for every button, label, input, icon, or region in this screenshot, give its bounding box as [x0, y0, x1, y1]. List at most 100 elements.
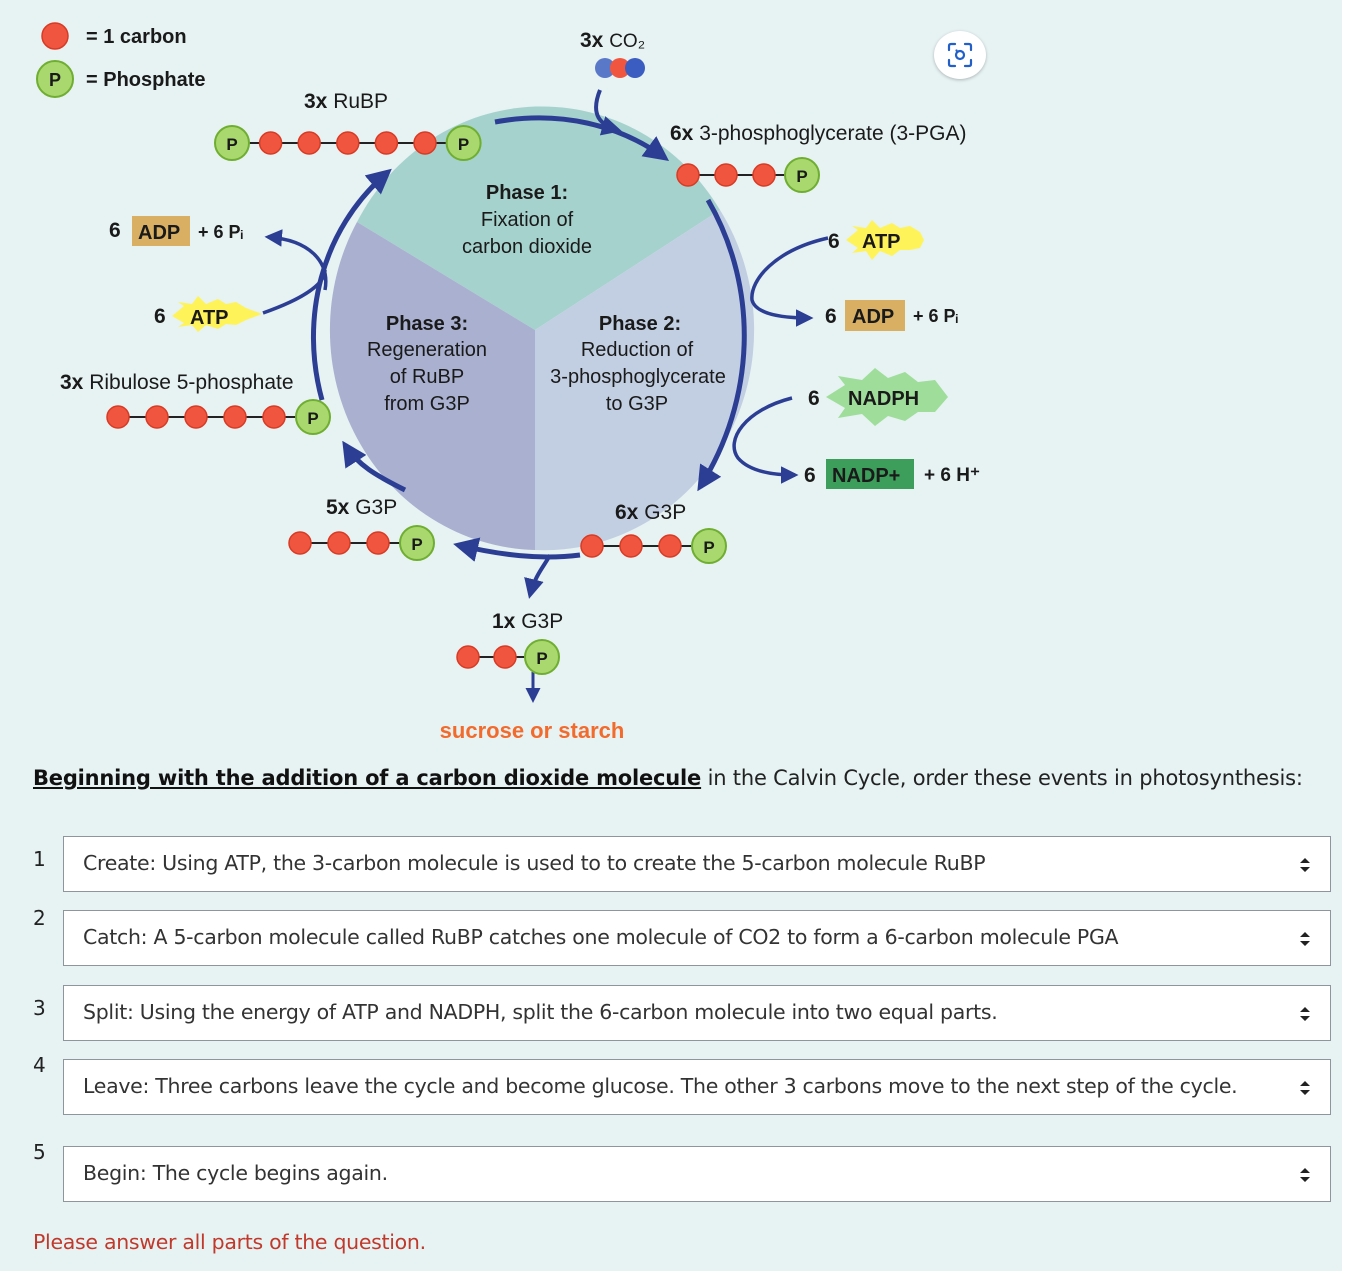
- order-select-4[interactable]: Leave: Three carbons leave the cycle and…: [63, 1059, 1331, 1115]
- carbon-atom: [714, 163, 738, 187]
- phosphate-symbol: P: [458, 135, 469, 154]
- g3p1-molecule: P: [456, 639, 560, 675]
- legend-carbon-label: = 1 carbon: [86, 26, 187, 48]
- carbon-atom: [184, 405, 208, 429]
- phosphate-group: [214, 125, 250, 161]
- cycle-arrow-left-lower: [342, 440, 407, 493]
- atp-right-label: ATP: [862, 231, 901, 253]
- phase1-sector: [357, 106, 720, 330]
- adp-left-arrow: [264, 229, 328, 291]
- carbon-atom: [456, 645, 480, 669]
- g3p6-label: 6x G3P: [615, 501, 686, 524]
- phosphate-symbol: P: [411, 535, 422, 554]
- nadph-star: [826, 368, 948, 426]
- cycle-arrow-top: [494, 115, 670, 161]
- atp-left-label: ATP: [190, 307, 229, 329]
- order-select-5[interactable]: Begin: The cycle begins again.: [63, 1146, 1331, 1202]
- prompt-rest: in the Calvin Cycle, order these events …: [701, 766, 1303, 790]
- cycle-arrow-bottom: [453, 537, 581, 562]
- visual-search-button[interactable]: [934, 31, 986, 79]
- row-number: 5: [33, 1140, 46, 1164]
- carbon-atom: [752, 163, 776, 187]
- carbon-atom: [374, 131, 399, 155]
- row-number: 4: [33, 1053, 46, 1077]
- atp-left-star: [172, 296, 262, 332]
- nadp-label: NADP+: [832, 465, 900, 487]
- phosphate-group: [445, 125, 482, 161]
- carbon-atom: [658, 534, 682, 558]
- cycle-arrow-right: [697, 198, 747, 492]
- phosphate-symbol: P: [703, 538, 714, 557]
- carbon-atom: [366, 531, 390, 555]
- select-updown-icon: [1300, 1168, 1310, 1182]
- nadph-arrow: [732, 396, 799, 484]
- carbon-atom: [297, 131, 321, 155]
- phosphate-group: [691, 528, 727, 564]
- carbon-atom: [580, 534, 604, 558]
- phase1-title: Phase 1:: [486, 182, 568, 204]
- co2-oxygen-right: [625, 58, 645, 78]
- carbon-atom: [258, 131, 283, 155]
- order-select-value: Create: Using ATP, the 3-carbon molecule…: [83, 851, 986, 875]
- row-number: 3: [33, 996, 46, 1020]
- phase3-line1: Regeneration: [367, 339, 487, 361]
- phase3-line2: of RuBP: [390, 366, 464, 388]
- adp-right-pi: + 6 Pᵢ: [913, 306, 959, 326]
- phase2-line1: Reduction of: [581, 339, 694, 361]
- select-updown-icon: [1300, 1007, 1310, 1021]
- calvin-cycle-diagram: = 1 carbon P = Phosphate 3x CO₂ 3x RuBP …: [36, 22, 980, 743]
- select-updown-icon: [1300, 858, 1310, 872]
- phase3-sector: [329, 222, 535, 550]
- question-prompt: Beginning with the addition of a carbon …: [33, 766, 1303, 790]
- select-updown-icon: [1300, 1081, 1310, 1095]
- ribulose-molecule: P: [106, 399, 331, 435]
- phosphate-group: [295, 399, 331, 435]
- prompt-emphasis: Beginning with the addition of a carbon …: [33, 766, 702, 790]
- validation-message: Please answer all parts of the question.: [33, 1230, 426, 1254]
- co2-arrow: [594, 89, 622, 136]
- nadph-count: 6: [808, 387, 820, 410]
- phase2-line2: 3-phosphoglycerate: [550, 366, 726, 388]
- phase1-line2: carbon dioxide: [462, 236, 592, 258]
- pga-label: 6x 3-phosphoglycerate (3-PGA): [670, 122, 967, 145]
- atp-right-count: 6: [828, 230, 840, 253]
- rubp-label: 3x RuBP: [304, 90, 388, 113]
- order-select-value: Split: Using the energy of ATP and NADPH…: [83, 1000, 998, 1024]
- order-select-value: Begin: The cycle begins again.: [83, 1161, 388, 1185]
- g3p5-molecule: P: [288, 525, 435, 561]
- legend-carbon-icon: [41, 22, 69, 50]
- phosphate-symbol: P: [536, 649, 547, 668]
- co2-carbon: [610, 58, 630, 78]
- adp-left-count: 6: [109, 219, 121, 242]
- atp-right-arrow: [750, 236, 829, 327]
- atp-left-arrow: [262, 269, 327, 315]
- phase3-line3: from G3P: [384, 393, 470, 415]
- g3p6-molecule: P: [580, 528, 727, 564]
- nadph-label: NADPH: [848, 388, 919, 410]
- atp-right-star: [846, 220, 924, 260]
- legend-phosphate-icon: [36, 60, 74, 98]
- order-select-1[interactable]: Create: Using ATP, the 3-carbon molecule…: [63, 836, 1331, 892]
- carbon-atom: [223, 405, 247, 429]
- phase1-line1: Fixation of: [481, 209, 574, 231]
- order-select-2[interactable]: Catch: A 5-carbon molecule called RuBP c…: [63, 910, 1331, 966]
- carbon-atom: [262, 405, 286, 429]
- phase2-title: Phase 2:: [599, 313, 681, 335]
- carbon-atom: [327, 531, 351, 555]
- legend-phosphate-symbol: P: [49, 70, 61, 90]
- pga-molecule: P: [676, 157, 820, 193]
- ribulose-label: 3x Ribulose 5-phosphate: [60, 371, 294, 394]
- phase2-line3: to G3P: [606, 393, 668, 415]
- row-number: 1: [33, 847, 46, 871]
- carbon-atom: [336, 131, 360, 155]
- adp-left-pi: + 6 Pᵢ: [198, 222, 244, 242]
- phosphate-group: [524, 639, 560, 675]
- adp-right-count: 6: [825, 305, 837, 328]
- adp-right-box: [845, 300, 905, 331]
- visual-search-icon: [947, 42, 973, 68]
- order-select-3[interactable]: Split: Using the energy of ATP and NADPH…: [63, 985, 1331, 1041]
- legend-phosphate-label: = Phosphate: [86, 69, 205, 91]
- carbon-atom: [676, 163, 700, 187]
- order-select-value: Catch: A 5-carbon molecule called RuBP c…: [83, 925, 1119, 949]
